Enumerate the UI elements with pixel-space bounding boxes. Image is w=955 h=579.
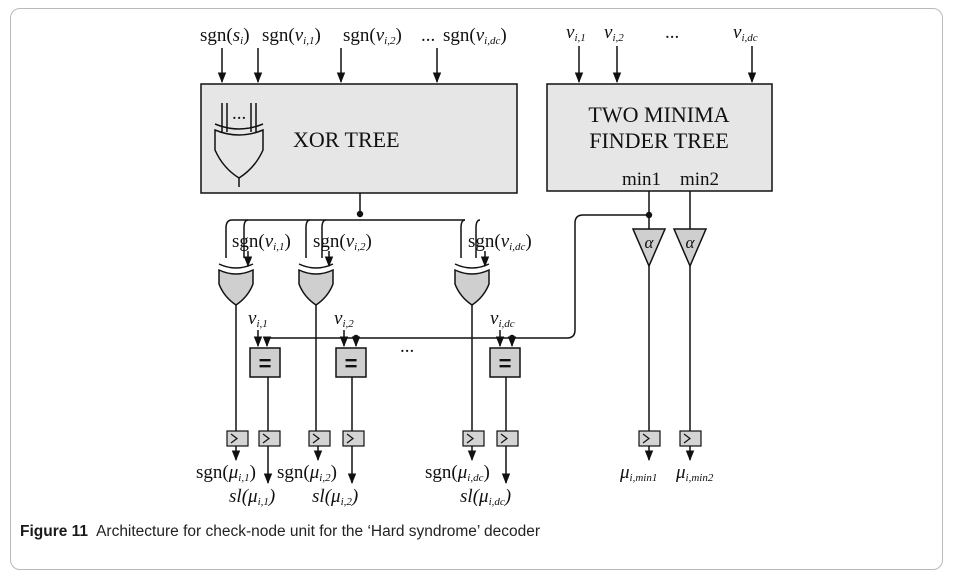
figure-caption-label: Figure 11 — [20, 523, 89, 540]
figure-caption-text: Architecture for check-node unit for the… — [96, 523, 541, 540]
gate3-input-label: sgn(vi,dc) — [468, 231, 532, 253]
figure-caption: Figure 11 Architecture for check-node uni… — [20, 523, 540, 541]
input-ellipsis: ... — [421, 25, 435, 46]
min1-label: min1 — [622, 169, 661, 190]
out-sgn-mu-i2: sgn(μi,2) — [277, 462, 337, 484]
comparator-2: = — [335, 347, 367, 378]
gate1-input-label: sgn(vi,1) — [232, 231, 291, 253]
xor-tree-output-bus — [225, 193, 481, 258]
xor-tree-title: XOR TREE — [293, 127, 400, 152]
input-sgn-s: sgn(si) — [200, 25, 250, 47]
register-sgn-1 — [226, 430, 249, 447]
gate-input-labels: sgn(vi,1) sgn(vi,2) sgn(vi,dc) — [232, 231, 532, 253]
register-min2 — [679, 430, 702, 447]
input-v-i2: vi,2 — [604, 22, 624, 44]
threshold-junction-2 — [352, 334, 360, 342]
top-input-labels-minima: vi,1 vi,2 ... vi,dc — [566, 22, 758, 44]
out-sl-mu-idc: sl(μi,dc) — [460, 486, 511, 508]
comparator-1: = — [249, 347, 281, 378]
svg-text:=: = — [259, 351, 272, 376]
out-mu-min1: μi,min1 — [619, 462, 657, 484]
input-sgn-v-i2: sgn(vi,2) — [343, 25, 402, 47]
comparator-outputs — [267, 377, 507, 431]
comparators-ellipsis: ... — [400, 336, 414, 357]
svg-text:=: = — [345, 351, 358, 376]
top-input-labels-xor: sgn(si) sgn(vi,1) sgn(vi,2) ... sgn(vi,d… — [200, 25, 507, 47]
cmp2-input-label: vi,2 — [334, 308, 354, 330]
register-sl-2 — [342, 430, 365, 447]
alpha-scaler-1: α — [631, 228, 667, 268]
min1-junction — [645, 211, 653, 219]
xor-gate-1 — [218, 251, 254, 306]
svg-text:=: = — [499, 351, 512, 376]
register-sl-1 — [258, 430, 281, 447]
input-sgn-v-idc: sgn(vi,dc) — [443, 25, 507, 47]
register-sgn-dc — [462, 430, 485, 447]
minima-output-wires — [267, 191, 691, 431]
min2-label: min2 — [680, 169, 719, 190]
svg-text:α: α — [686, 233, 696, 252]
output-registers — [226, 430, 702, 447]
out-sgn-mu-i1: sgn(μi,1) — [196, 462, 256, 484]
svg-text:α: α — [645, 233, 655, 252]
figure-frame — [10, 8, 943, 570]
out-sgn-mu-idc: sgn(μi,dc) — [425, 462, 490, 484]
input-sgn-v-i1: sgn(vi,1) — [262, 25, 321, 47]
input-v-i1: vi,1 — [566, 22, 586, 44]
output-labels: sgn(μi,1) sl(μi,1) sgn(μi,2) sl(μi,2) sg… — [196, 462, 714, 508]
minima-title-line2: FINDER TREE — [589, 128, 729, 153]
register-min1 — [638, 430, 661, 447]
alpha-scaler-2: α — [672, 228, 708, 268]
comparator-input-labels: vi,1 vi,2 vi,dc ... — [248, 308, 515, 357]
register-sl-dc — [496, 430, 519, 447]
xor-input-arrows — [217, 48, 442, 84]
cmp3-input-label: vi,dc — [490, 308, 515, 330]
input-v-idc: vi,dc — [733, 22, 758, 44]
xor-tree-block: ... XOR TREE — [200, 83, 518, 194]
out-sl-mu-i1: sl(μi,1) — [229, 486, 275, 508]
gate2-input-label: sgn(vi,2) — [313, 231, 372, 253]
xor-gate-3 — [454, 251, 490, 306]
minima-title-line1: TWO MINIMA — [588, 102, 729, 127]
register-output-arrows — [231, 446, 695, 485]
xor-gate-2 — [298, 251, 334, 306]
threshold-junction-3 — [508, 334, 516, 342]
xor-icon-ellipsis: ... — [232, 103, 246, 124]
out-sl-mu-i2: sl(μi,2) — [312, 486, 358, 508]
xor-tree-junction — [356, 210, 364, 218]
comparator-3: = — [489, 347, 521, 378]
input-ellipsis-right: ... — [665, 22, 679, 43]
minima-finder-block: TWO MINIMA FINDER TREE min1 min2 — [546, 83, 773, 192]
cmp1-input-label: vi,1 — [248, 308, 268, 330]
minima-input-arrows — [574, 46, 757, 84]
xor-gate-icon — [214, 103, 264, 187]
xor-gate-outputs — [235, 305, 473, 431]
register-sgn-2 — [308, 430, 331, 447]
out-mu-min2: μi,min2 — [675, 462, 714, 484]
